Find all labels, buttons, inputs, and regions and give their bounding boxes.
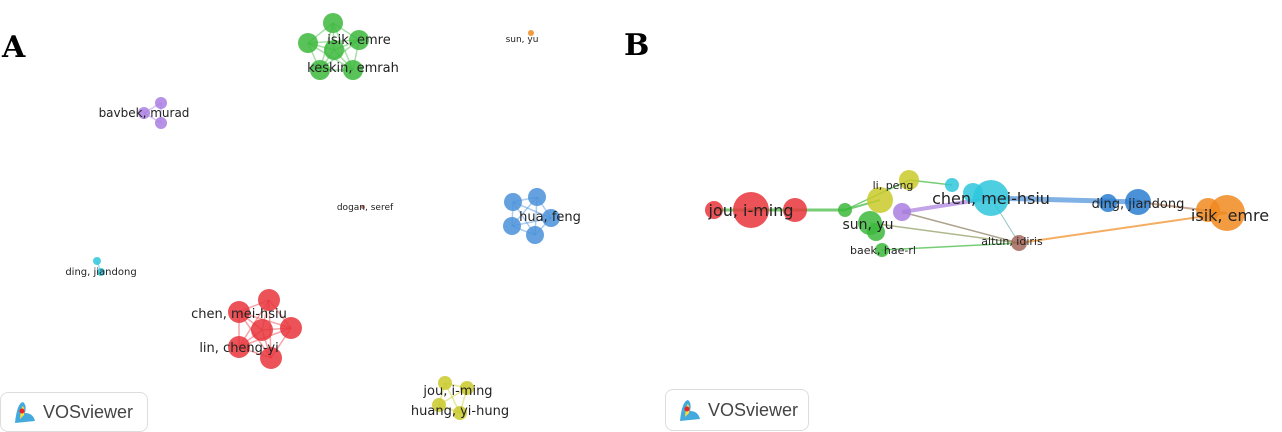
- network-node: [867, 223, 885, 241]
- vosviewer-logo-a: VOSviewer: [0, 392, 148, 432]
- node-label: sun, yu: [842, 217, 893, 233]
- node-label: ding, jiandong: [1092, 197, 1185, 212]
- network-node: [343, 60, 363, 80]
- network-node: [733, 192, 769, 228]
- network-node: [705, 201, 723, 219]
- node-label: baek, hae-rl: [850, 244, 916, 257]
- node-label: chen, mei-hsiu: [191, 307, 287, 322]
- network-link: [869, 222, 1020, 244]
- network-node: [280, 317, 302, 339]
- network-node: [542, 209, 560, 227]
- network-node: [251, 319, 273, 341]
- vosviewer-logo-icon: [15, 402, 35, 423]
- vosviewer-logo-icon: [679, 400, 700, 421]
- node-label: bavbek, murad: [99, 106, 190, 120]
- logo-text: VOSviewer: [43, 401, 134, 422]
- node-label: altun, idiris: [981, 235, 1043, 248]
- network-node: [783, 198, 807, 222]
- network-node: [93, 257, 101, 265]
- network-node: [155, 97, 167, 109]
- network-link: [1018, 212, 1228, 244]
- network-node: [460, 381, 474, 395]
- node-label: jou, i-ming: [707, 201, 793, 220]
- network-node: [1125, 189, 1151, 215]
- panel-label-a: A: [2, 30, 26, 65]
- network-node: [1209, 195, 1245, 231]
- network-node: [526, 226, 544, 244]
- network-node: [228, 301, 250, 323]
- network-node: [945, 178, 959, 192]
- network-link: [881, 242, 1020, 251]
- network-node: [528, 30, 534, 36]
- network-node: [893, 203, 911, 221]
- network-node: [361, 205, 365, 209]
- node-label: hua, feng: [519, 210, 581, 225]
- network-node: [899, 170, 919, 190]
- node-label: keskin, emrah: [307, 61, 399, 76]
- node-label: sun, yu: [506, 35, 539, 45]
- network-node: [875, 243, 889, 257]
- network-node: [504, 193, 522, 211]
- network-node: [1011, 235, 1027, 251]
- network-node: [323, 13, 343, 33]
- network-node: [973, 180, 1009, 216]
- network-node: [528, 188, 546, 206]
- node-label: lin, cheng-yi: [199, 341, 278, 356]
- network-node: [260, 347, 282, 369]
- node-label: ding, jiandong: [65, 267, 136, 278]
- vosviewer-logo-b: VOSviewer: [665, 389, 809, 431]
- network-node: [310, 60, 330, 80]
- network-node: [838, 203, 852, 217]
- node-label: isik, emre: [327, 33, 391, 48]
- network-link: [901, 211, 1020, 244]
- network-node: [138, 107, 150, 119]
- network-node: [258, 289, 280, 311]
- network-node: [228, 336, 250, 358]
- network-node: [298, 33, 318, 53]
- network-node: [503, 217, 521, 235]
- node-label: li, peng: [873, 179, 914, 192]
- panel-label-b: B: [624, 28, 650, 63]
- network-node: [432, 398, 446, 412]
- node-label: dogan, seref: [337, 203, 394, 213]
- node-label: isik, emre: [1191, 206, 1269, 225]
- network-node: [97, 268, 105, 276]
- network-node: [867, 187, 893, 213]
- network-node: [349, 30, 369, 50]
- network-node: [324, 40, 344, 60]
- node-label: jou, i-ming: [422, 384, 492, 399]
- node-label: chen, mei-hsiu: [932, 189, 1050, 208]
- network-node: [453, 406, 467, 420]
- network-node: [1099, 194, 1117, 212]
- network-node: [155, 117, 167, 129]
- logo-text: VOSviewer: [707, 399, 798, 420]
- node-label: huang, yi-hung: [411, 404, 509, 419]
- network-node: [438, 376, 452, 390]
